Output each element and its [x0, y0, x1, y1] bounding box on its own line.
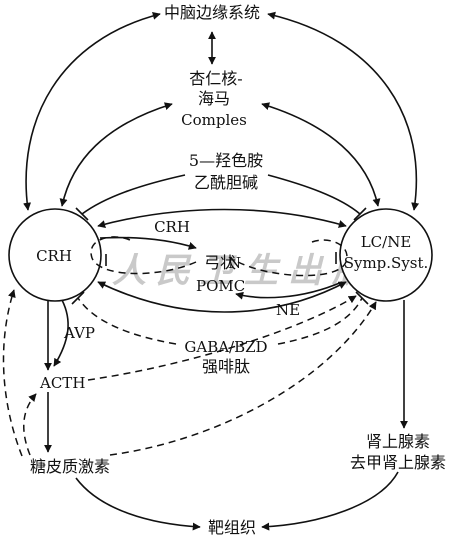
arrow-midbrain-lc — [267, 11, 420, 211]
avp-label: AVP — [63, 324, 95, 342]
arrow-amygdala-lc — [261, 102, 381, 207]
adrenaline-label: 肾上腺素 — [366, 432, 430, 451]
serotonin-to-lc — [267, 174, 361, 215]
gaba-to-lc — [277, 297, 363, 345]
amygdala-label-3: Comples — [181, 111, 247, 129]
amygdala-label-2: 海马 — [198, 89, 230, 108]
gaba-label: GABA/BZD — [184, 338, 267, 356]
feedback-gc-to-lc — [109, 301, 377, 456]
gaba-to-crh — [77, 297, 177, 345]
arrow-avp-to-acth — [53, 299, 69, 367]
acth-label: ACTH — [39, 374, 85, 392]
dynorphin-label: 强啡肽 — [202, 357, 250, 376]
inhibit-bar-crh-top — [75, 207, 89, 221]
serotonin-label: 5—羟色胺 — [189, 151, 263, 170]
arrow-adrenaline-to-target — [261, 471, 399, 531]
crh-to-lc-lower — [97, 281, 347, 313]
target-tissue-label: 靶组织 — [208, 518, 256, 537]
inhibit-bar-lc-top — [353, 207, 367, 221]
arrow-gc-to-target — [75, 477, 201, 531]
arcuate-label-1: 弓状 — [204, 253, 236, 272]
arrow-crh-to-arcuate — [99, 236, 197, 250]
crh-to-lc-upper — [97, 208, 347, 228]
glucocorticoid-label: 糖皮质激素 — [30, 457, 110, 476]
amygdala-label-1: 杏仁核- — [189, 69, 242, 88]
inhibit-bar-crh-gaba — [71, 291, 85, 305]
ne-label: NE — [276, 301, 300, 319]
crh-circle-label: CRH — [36, 247, 72, 265]
arrow-ne-to-arcuate — [235, 281, 343, 300]
crh-arrow-label: CRH — [154, 218, 190, 236]
inhibit-bar-lc-gaba — [355, 291, 369, 305]
arcuate-inhibit-crh — [90, 236, 197, 275]
arcuate-inhibit-lc — [237, 239, 348, 277]
noradrenaline-label: 去甲肾上腺素 — [350, 453, 446, 472]
arrow-amygdala-crh — [59, 102, 173, 207]
serotonin-to-crh — [81, 174, 186, 215]
arrow-midbrain-crh — [23, 11, 161, 211]
feedback-gc-to-crh — [2, 289, 23, 457]
midbrain-limbic-label: 中脑边缘系统 — [164, 3, 260, 22]
arcuate-label-2: POMC — [196, 277, 245, 295]
feedback-acth-to-lc — [87, 295, 357, 381]
lc-label-1: LC/NE — [361, 233, 412, 251]
acetylcholine-label: 乙酰胆碱 — [194, 173, 258, 192]
arcuate-label-n: N — [228, 254, 241, 272]
lc-label-2: Symp.Syst. — [344, 254, 429, 272]
feedback-gc-to-acth — [23, 393, 37, 456]
